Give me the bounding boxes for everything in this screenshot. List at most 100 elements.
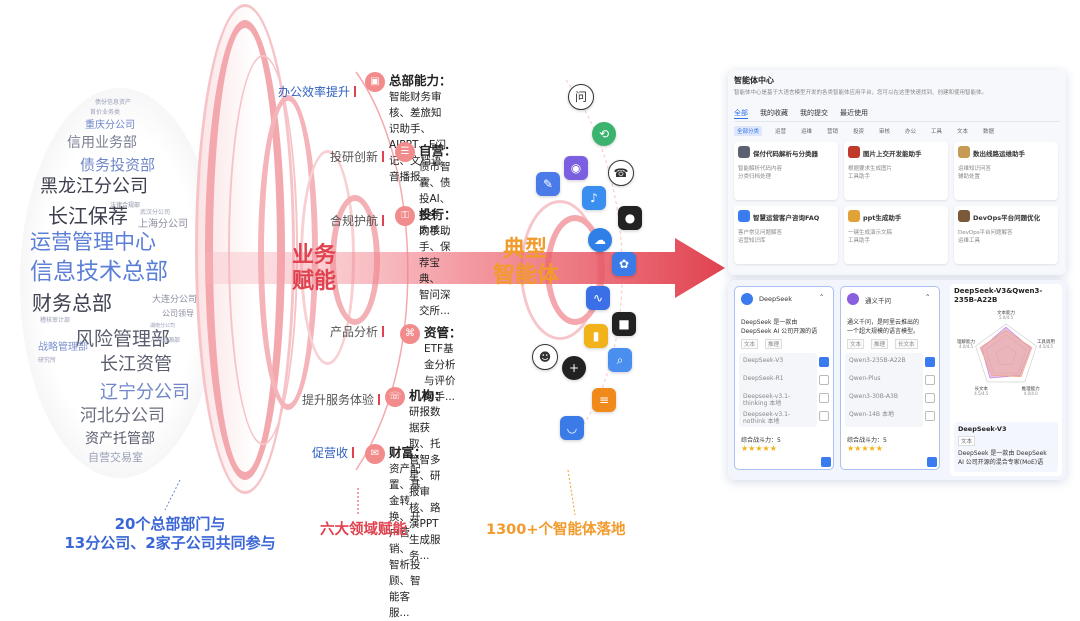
- panel-filter[interactable]: 数据: [983, 129, 995, 135]
- model-tag: 长文本: [895, 339, 918, 349]
- block-heading: 总部能力：: [389, 73, 452, 88]
- category-label: 促营收: [312, 444, 355, 461]
- category-marker: [352, 447, 355, 458]
- panel-tab[interactable]: 我的收藏: [760, 109, 788, 117]
- agent-title: 保付代码解析与分类器: [753, 150, 818, 158]
- model-option-checkbox[interactable]: [925, 411, 935, 421]
- block-icon: ✉: [365, 444, 385, 464]
- block-line: 助手...: [419, 225, 451, 237]
- radar-detail-tag: 文本: [958, 436, 976, 446]
- model-desc: DeepSeek 是一款由: [741, 319, 798, 326]
- model-option[interactable]: Deepseek-v3.1-thinking 本地: [743, 393, 791, 407]
- agent-avatar: [848, 146, 860, 158]
- agent-title: 智慧运营客户咨询FAQ: [753, 214, 820, 222]
- agent-avatar: [848, 210, 860, 222]
- category-label: 产品分析: [330, 323, 385, 340]
- chevron-up-icon[interactable]: ⌃: [925, 293, 931, 301]
- model-option[interactable]: DeepSeek-V3: [743, 357, 784, 364]
- panel-filter[interactable]: 营销: [827, 129, 839, 135]
- agent-avatar: [958, 146, 970, 158]
- cloud-word: 湖南分公司: [150, 323, 176, 329]
- category-marker: [382, 215, 385, 226]
- panel-filter[interactable]: 全部分类: [734, 126, 763, 136]
- model-select-checkbox[interactable]: [821, 457, 831, 467]
- agent-desc: 运维知识问答: [958, 166, 992, 172]
- radar-detail-name: DeepSeek-V3: [958, 425, 1007, 433]
- panel-filter[interactable]: 文本: [957, 129, 969, 135]
- gear-icon: ✿: [612, 252, 636, 276]
- agent-avatar: [738, 210, 750, 222]
- left-center-title: 业务赋能: [292, 243, 337, 294]
- model-option-checkbox[interactable]: [925, 375, 935, 385]
- block-line: 智能财务审核、差旅知识助手、: [389, 91, 442, 135]
- model-option-checkbox[interactable]: [819, 357, 829, 367]
- panel-filter[interactable]: 工具: [931, 129, 943, 135]
- cloud-word: 公司领导: [162, 309, 194, 318]
- category-text: 合规护航: [330, 214, 379, 228]
- cloud-word: 财务总部: [32, 291, 112, 315]
- block-icon: ☰: [395, 142, 415, 162]
- radar-detail-line: DeepSeek 是一款由 DeepSeek: [958, 450, 1047, 457]
- model-option-checkbox[interactable]: [819, 375, 829, 385]
- cloud-word: 辽宁分公司: [100, 382, 190, 403]
- radar-axis-label: 推理能力: [1022, 385, 1040, 392]
- category-text: 办公效率提升: [278, 85, 351, 99]
- cloud-word: 研究所: [38, 357, 57, 364]
- radar-axis-value: 4.0/4.0: [1024, 391, 1039, 396]
- model-option[interactable]: Deepseek-v3.1-nothink 本地: [743, 411, 791, 425]
- model-option-checkbox[interactable]: [925, 357, 935, 367]
- model-option[interactable]: DeepSeek-R1: [743, 375, 784, 382]
- panel-filter[interactable]: 办公: [905, 129, 917, 135]
- search-icon: ⌕: [608, 348, 632, 372]
- agent-avatar: [738, 146, 750, 158]
- panel-tab[interactable]: 我的提交: [800, 109, 828, 117]
- capability-block: 自营：债市智囊、债投AI、债券助手...: [419, 140, 457, 239]
- model-select-checkbox[interactable]: [927, 457, 937, 467]
- chevron-up-icon[interactable]: ⌃: [819, 293, 825, 301]
- model-option[interactable]: Qwen3-235B-A22B: [849, 357, 906, 364]
- cloud-word: 运营管理中心: [30, 230, 156, 254]
- model-desc: 一个超大规模的语言模型。: [847, 328, 920, 335]
- cloud-word: 风险管理部: [75, 328, 171, 350]
- agent-card[interactable]: 保付代码解析与分类器智能解析代码内容分类归档处理: [734, 142, 838, 200]
- block-line: 报审核、路演PPT生成服务...: [409, 486, 441, 562]
- agent-card[interactable]: 数出线路运维助手运维知识问答辅助处置: [954, 142, 1058, 200]
- domain-caption: 六大领域赋能: [320, 522, 407, 538]
- cloud-word: 战略管理部: [38, 342, 88, 353]
- robot-icon: ◉: [564, 156, 588, 180]
- cloud-word: 债份信息资产: [95, 99, 132, 106]
- category-label: 提升服务体验: [302, 391, 381, 408]
- block-line: 助手...: [424, 391, 456, 403]
- model-option[interactable]: Qwen-Plus: [849, 375, 881, 382]
- panel-tab[interactable]: 全部: [734, 109, 748, 119]
- block-line: 研报数据获取、托管智多星、研: [409, 406, 441, 482]
- capability-block: 机构：研报数据获取、托管智多星、研报审核、路演PPT生成服务...: [409, 385, 447, 564]
- agent-card[interactable]: ppt生成助手一键生成演示文稿工具助手: [844, 206, 948, 264]
- capability-block: 投行：内核助手、保荐宝典、智问深交所...: [419, 204, 457, 319]
- model-option-checkbox[interactable]: [925, 393, 935, 403]
- agent-card[interactable]: 图片上交开发能助手根据要求生成图片工具助手: [844, 142, 948, 200]
- pulse-icon: ∿: [586, 286, 610, 310]
- panel-filter[interactable]: 审核: [879, 129, 891, 135]
- model-option[interactable]: Qwen3-30B-A3B: [849, 393, 898, 400]
- panel-filter[interactable]: 运维: [801, 129, 813, 135]
- model-desc: DeepSeek AI 公司开源的语: [741, 328, 818, 335]
- agent-count-caption: 1300+个智能体落地: [486, 522, 626, 538]
- model-option-checkbox[interactable]: [819, 411, 829, 421]
- model-option[interactable]: Qwen-14B 本地: [849, 411, 894, 418]
- panel-filter[interactable]: 投资: [853, 129, 865, 135]
- model-option-checkbox[interactable]: [819, 393, 829, 403]
- agent-title: 图片上交开发能助手: [863, 150, 922, 158]
- agent-title: 数出线路运维助手: [973, 150, 1025, 158]
- panel-filter[interactable]: 运营: [775, 129, 787, 135]
- agent-desc: 根据要求生成图片: [848, 166, 893, 172]
- cloud-word: 上海分公司: [138, 219, 188, 230]
- panel-tab[interactable]: 最近使用: [840, 109, 868, 117]
- agent-desc: 智能解析代码内容: [738, 166, 783, 172]
